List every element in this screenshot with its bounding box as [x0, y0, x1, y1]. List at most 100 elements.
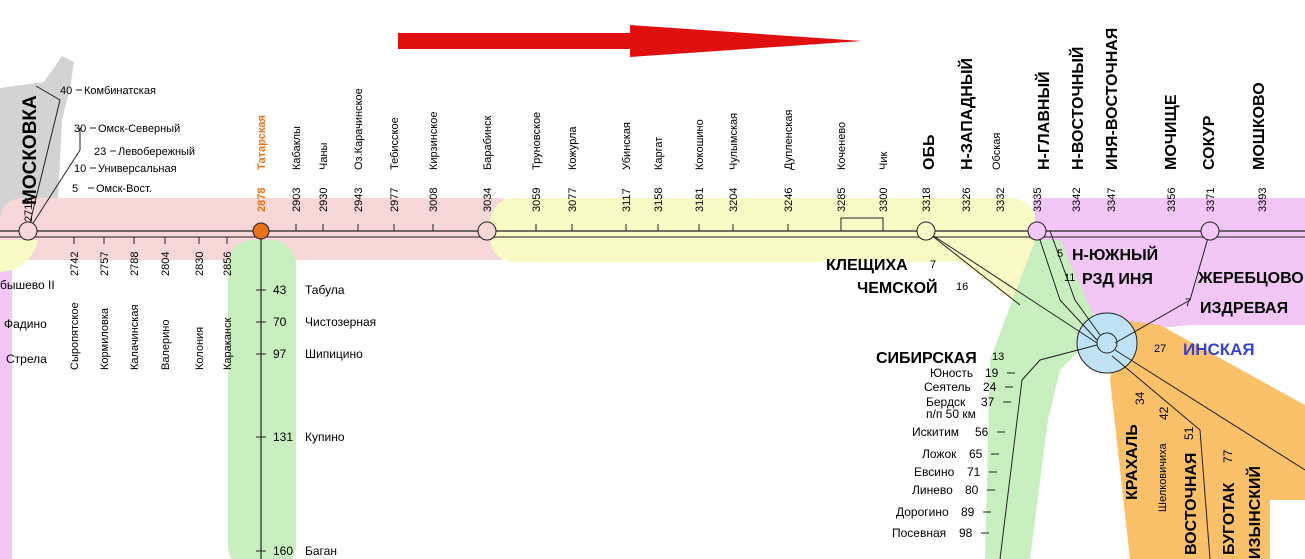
bottom-station-km: 2856 — [222, 252, 234, 276]
south-station-name[interactable]: Евсино — [914, 465, 955, 479]
southeast-station-name[interactable]: Шелковичиха — [1157, 442, 1169, 512]
omsk-branch-line-2 — [27, 128, 81, 232]
southeast-station-km: 34 — [1133, 391, 1147, 405]
south-station-name[interactable]: п/п 50 км — [926, 407, 976, 421]
south-station-name[interactable]: Дорогино — [896, 505, 949, 519]
nsk-station-label[interactable]: Н-ЗАПАДНЫЙ — [957, 58, 976, 170]
bottom-station-name[interactable]: Валерино — [160, 320, 172, 370]
kulunda-station-name[interactable]: Купино — [305, 430, 345, 444]
south-station-name[interactable]: Бердск — [926, 395, 966, 409]
nsk-km: 3347 — [1106, 188, 1118, 212]
kulunda-station-name[interactable]: Шипицино — [305, 347, 363, 361]
omsk-km: 5 — [72, 183, 78, 195]
obskaya-label[interactable]: Обская — [991, 133, 1003, 170]
nsk-station-label[interactable]: СОКУР — [1201, 115, 1218, 170]
top-station-name[interactable]: Барабинск — [482, 115, 494, 170]
nsk-station-label[interactable]: Н-ГЛАВНЫЙ — [1034, 71, 1053, 170]
bottom-station-km: 2757 — [99, 252, 111, 276]
southeast-station-name[interactable]: ВОСТОЧНАЯ — [1183, 453, 1200, 555]
top-station-name[interactable]: Чулымская — [728, 113, 740, 170]
top-station-name[interactable]: Труновское — [531, 112, 543, 170]
omsk-km: 40 — [60, 85, 72, 97]
moskovka-station[interactable] — [18, 221, 38, 241]
nsk-km: 3326 — [961, 188, 973, 212]
green-zone-kulunda — [228, 240, 296, 559]
sokur-station[interactable] — [1200, 221, 1220, 241]
link-yuzhny-2 — [1049, 230, 1101, 336]
top-station-km: 2903 — [291, 188, 303, 212]
nsk-km: 3318 — [921, 188, 933, 212]
bottom-station-name[interactable]: Колония — [194, 327, 206, 370]
omsk-station-name[interactable]: Универсальная — [98, 163, 177, 175]
bottom-station-name[interactable]: Кормиловка — [99, 307, 111, 370]
top-station-name[interactable]: Коченево — [836, 122, 848, 170]
omsk-station-name[interactable]: Омск-Северный — [98, 123, 180, 135]
kulunda-station-name[interactable]: Табула — [305, 283, 345, 297]
inskaya-node-inner — [1096, 332, 1118, 354]
tatarskaya-station[interactable] — [252, 222, 270, 240]
top-station-name[interactable]: Убинская — [621, 122, 633, 170]
nsk-station-label[interactable]: МОЧИЩЕ — [1163, 94, 1180, 170]
bottom-station-name[interactable]: Караканск — [222, 317, 234, 370]
nsk-station-label[interactable]: МОШКОВО — [1251, 82, 1268, 170]
top-station-name[interactable]: Дупленская — [783, 110, 795, 170]
kulunda-station-name[interactable]: Чистозерная — [305, 315, 376, 329]
top-station-name[interactable]: Чик — [878, 152, 890, 170]
nsk-station-label[interactable]: ОБЬ — [921, 135, 938, 170]
top-station-km: 3008 — [428, 188, 440, 212]
south-station-name[interactable]: Сеятель — [924, 380, 971, 394]
nsk-km: 3342 — [1071, 188, 1083, 212]
omsk-km: 10 — [74, 163, 86, 175]
south-station-name[interactable]: Ложок — [922, 447, 957, 461]
top-station-km: 3285 — [836, 188, 848, 212]
kulunda-station-name[interactable]: Баган — [305, 544, 337, 558]
top-station-name[interactable]: Кокошино — [694, 119, 706, 170]
top-station-name[interactable]: Кабаклы — [291, 126, 303, 170]
top-station-name[interactable]: Оз.Карачинское — [353, 88, 365, 170]
top-station-name[interactable]: Каргат — [653, 137, 665, 170]
omsk-station-name[interactable]: Левобережный — [118, 146, 195, 158]
ob-station[interactable] — [916, 221, 936, 241]
south-station-name[interactable]: Линево — [912, 483, 953, 497]
bottom-station-name[interactable]: Калачинская — [129, 305, 141, 370]
fadino-label: Фадино — [4, 317, 47, 331]
omsk-station-name[interactable]: Омск-Вост. — [96, 183, 152, 195]
barabinsk-station[interactable] — [477, 221, 497, 241]
top-station-name[interactable]: Тебисское — [389, 117, 401, 170]
kulunda-km: 43 — [273, 283, 287, 297]
top-station-name[interactable]: Кирзинское — [428, 112, 440, 170]
omsk-km: 30 — [74, 123, 86, 135]
southeast-station-name[interactable]: ИЗЫНСКИЙ — [1245, 466, 1264, 559]
top-station-km: 3300 — [878, 188, 890, 212]
top-station-km: 3158 — [653, 188, 665, 212]
top-station-name[interactable]: Кожурла — [567, 126, 579, 170]
omsk-branch-line — [27, 85, 61, 232]
top-station-name[interactable]: Татарская — [256, 115, 268, 170]
izdrevaya-km: 7 — [1185, 297, 1191, 309]
southeast-station-name[interactable]: КРАХАЛЬ — [1124, 424, 1141, 500]
south-station-name[interactable]: Искитим — [912, 425, 959, 439]
izdrevaya-label: ИЗДРЕВАЯ — [1200, 300, 1288, 317]
bottom-station-name[interactable]: Сыропятское — [69, 302, 81, 370]
orange-zone-southeast — [1110, 320, 1305, 559]
south-station-name[interactable]: Посевная — [892, 526, 946, 540]
omsk-station-name[interactable]: Комбинатская — [84, 85, 156, 97]
nsk-km: 3393 — [1257, 188, 1269, 212]
kulunda-km: 131 — [273, 430, 293, 444]
nsk-station-label[interactable]: Н-ВОСТОЧНЫЙ — [1068, 47, 1087, 170]
nsk-km: 3335 — [1032, 188, 1044, 212]
southeast-station-name[interactable]: БУГОТАК — [1221, 482, 1238, 555]
rzd-inya-km: 11 — [1064, 272, 1075, 284]
n-glavny-station[interactable] — [1027, 221, 1047, 241]
top-station-name[interactable]: Чаны — [318, 142, 330, 170]
south-station-name[interactable]: Юность — [930, 366, 973, 380]
south-station-km: 56 — [975, 425, 989, 439]
top-station-km: 3181 — [694, 188, 706, 212]
top-station-km: 2977 — [389, 188, 401, 212]
n-yuzhny-label: Н-ЮЖНЫЙ — [1072, 245, 1158, 264]
top-station-km: 3077 — [567, 188, 579, 212]
nsk-station-label[interactable]: ИНЯ-ВОСТОЧНАЯ — [1104, 28, 1121, 170]
